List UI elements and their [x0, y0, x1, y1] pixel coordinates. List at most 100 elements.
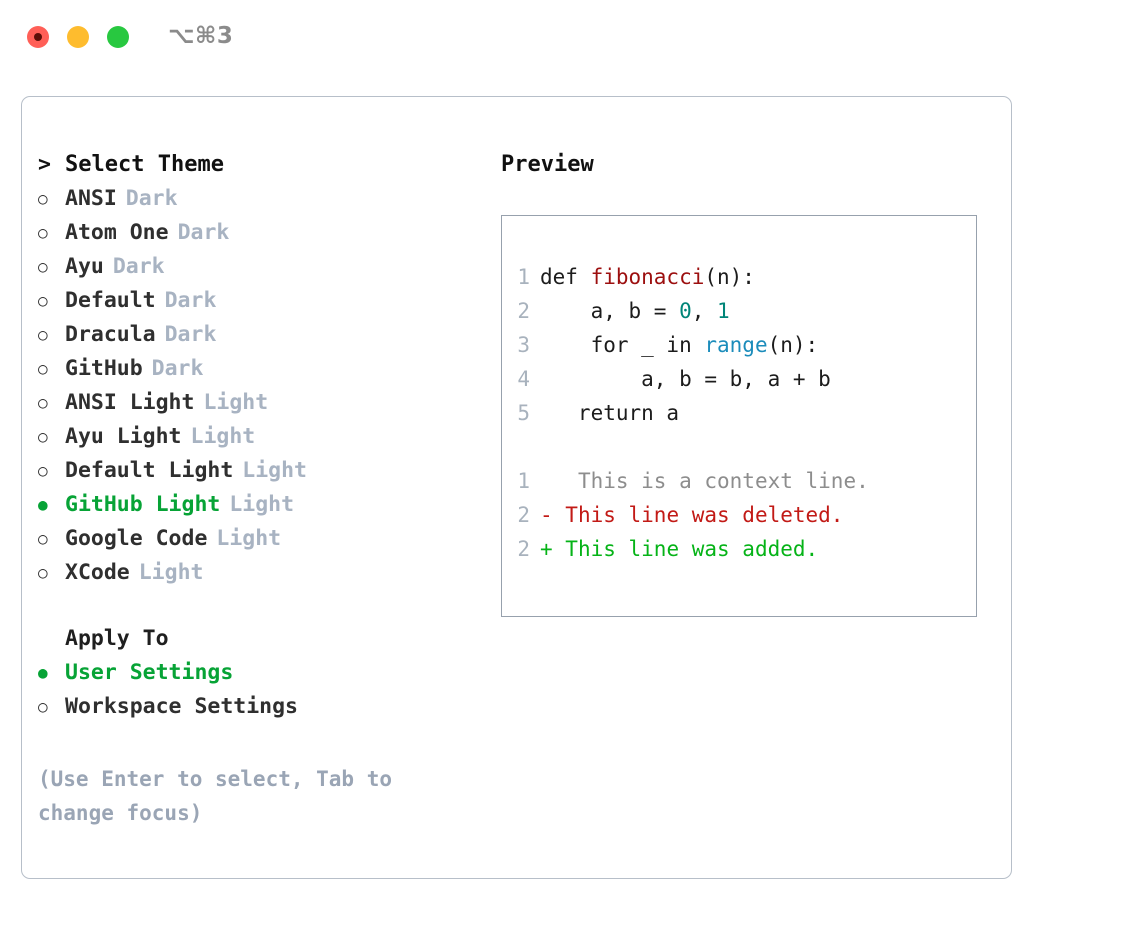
theme-option-dracula-dark[interactable]: ○ Dracula Dark — [38, 318, 478, 352]
minimize-button-icon[interactable] — [67, 26, 89, 48]
theme-option-ansi-light[interactable]: ○ ANSI Light Light — [38, 386, 478, 420]
code-token-function: fibonacci — [590, 265, 705, 289]
theme-name-label: ANSI Light — [65, 390, 195, 415]
theme-option-ansi-dark[interactable]: ○ ANSI Dark — [38, 182, 478, 216]
diff-line-added: 2 + This line was added. — [502, 532, 976, 566]
code-blank-line — [502, 430, 976, 464]
code-content: for _ in range(n): — [540, 333, 819, 357]
radio-unselected-icon[interactable]: ○ — [38, 393, 48, 412]
radio-unselected-icon[interactable]: ○ — [38, 461, 48, 480]
theme-option-atom-one-dark[interactable]: ○ Atom One Dark — [38, 216, 478, 250]
theme-variant-label: Light — [203, 390, 269, 415]
apply-to-option-label: Workspace Settings — [65, 694, 298, 719]
theme-variant-label: Dark — [177, 220, 230, 245]
code-line: 1 def fibonacci(n): — [502, 260, 976, 294]
line-number: 1 — [517, 469, 530, 493]
code-content: a, b = b, a + b — [540, 367, 831, 391]
theme-name-label: Default Light — [65, 458, 234, 483]
radio-unselected-icon[interactable]: ○ — [38, 189, 48, 208]
select-theme-heading-label: Select Theme — [65, 152, 224, 177]
content-panel: > Select Theme ○ ANSI Dark ○ Atom One Da… — [21, 96, 1012, 879]
code-content: a, b = 0, 1 — [540, 299, 730, 323]
preview-column: Preview 1 def fibonacci(n): 2 a, b = 0, … — [501, 148, 991, 617]
keyboard-shortcut-label: ⌥⌘3 — [168, 23, 234, 49]
apply-to-group: ○ Apply To ● User Settings ○ Workspace S… — [38, 622, 478, 724]
theme-variant-label: Light — [190, 424, 256, 449]
keyboard-hint-text: (Use Enter to select, Tab to change focu… — [38, 767, 393, 825]
code-token-builtin: range — [704, 333, 768, 357]
theme-name-label: Ayu — [65, 254, 104, 279]
select-theme-heading: > Select Theme — [38, 148, 478, 182]
theme-name-label: GitHub — [65, 356, 143, 381]
code-line: 5 return a — [502, 396, 976, 430]
theme-option-ayu-dark[interactable]: ○ Ayu Dark — [38, 250, 478, 284]
radio-unselected-icon[interactable]: ○ — [38, 427, 48, 446]
radio-unselected-icon[interactable]: ○ — [38, 223, 48, 242]
theme-variant-label: Dark — [125, 186, 178, 211]
radio-unselected-icon[interactable]: ○ — [38, 257, 48, 276]
radio-selected-icon[interactable]: ● — [38, 495, 48, 514]
diff-sign — [540, 469, 553, 493]
theme-variant-label: Light — [138, 560, 204, 585]
theme-option-xcode-light[interactable]: ○ XCode Light — [38, 556, 478, 590]
code-token-number: 1 — [717, 299, 730, 323]
theme-option-default-light[interactable]: ○ Default Light Light — [38, 454, 478, 488]
close-button-icon[interactable] — [27, 26, 49, 48]
radio-unselected-icon[interactable]: ○ — [38, 563, 48, 582]
caret-icon: > — [38, 152, 51, 177]
radio-selected-icon[interactable]: ● — [38, 663, 48, 682]
code-token-plain: (n): — [767, 333, 819, 357]
diff-content: This line was added. — [552, 537, 819, 561]
theme-picker-column: > Select Theme ○ ANSI Dark ○ Atom One Da… — [38, 148, 478, 830]
code-content: def fibonacci(n): — [540, 265, 755, 289]
theme-variant-label: Light — [216, 526, 282, 551]
diff-line-deleted: 2 - This line was deleted. — [502, 498, 976, 532]
maximize-button-icon[interactable] — [107, 26, 129, 48]
radio-unselected-icon[interactable]: ○ — [38, 529, 48, 548]
line-number: 4 — [517, 367, 530, 391]
theme-option-default-dark[interactable]: ○ Default Dark — [38, 284, 478, 318]
theme-option-github-dark[interactable]: ○ GitHub Dark — [38, 352, 478, 386]
apply-to-option-user-settings[interactable]: ● User Settings — [38, 656, 478, 690]
theme-option-github-light[interactable]: ● GitHub Light Light — [38, 488, 478, 522]
theme-name-label: Default — [65, 288, 156, 313]
theme-variant-label: Dark — [112, 254, 165, 279]
line-number: 2 — [517, 299, 530, 323]
theme-name-label: XCode — [65, 560, 130, 585]
line-number: 2 — [517, 537, 530, 561]
theme-name-label: GitHub Light — [65, 492, 221, 517]
diff-content: This line was deleted. — [552, 503, 844, 527]
diff-sign: - — [540, 503, 553, 527]
code-line: 2 a, b = 0, 1 — [502, 294, 976, 328]
radio-unselected-icon[interactable]: ○ — [38, 325, 48, 344]
radio-unselected-icon[interactable]: ○ — [38, 359, 48, 378]
radio-unselected-icon[interactable]: ○ — [38, 697, 48, 716]
theme-name-label: Dracula — [65, 322, 156, 347]
code-token-plain: for _ in — [540, 333, 705, 357]
theme-variant-label: Light — [242, 458, 308, 483]
line-number: 2 — [517, 503, 530, 527]
line-number: 5 — [517, 401, 530, 425]
code-token-plain: , — [691, 299, 718, 323]
diff-content: This is a context line. — [552, 469, 869, 493]
diff-line-context: 1 This is a context line. — [502, 464, 976, 498]
code-line: 3 for _ in range(n): — [502, 328, 976, 362]
code-token-keyword: def — [540, 265, 591, 289]
theme-option-google-code-light[interactable]: ○ Google Code Light — [38, 522, 478, 556]
radio-unselected-icon[interactable]: ○ — [38, 291, 48, 310]
theme-option-ayu-light[interactable]: ○ Ayu Light Light — [38, 420, 478, 454]
title-bar: ⌥⌘3 — [0, 0, 1140, 78]
code-token-number: 0 — [679, 299, 692, 323]
apply-to-heading-label: Apply To — [65, 626, 169, 651]
theme-variant-label: Dark — [164, 322, 217, 347]
apply-to-heading: ○ Apply To — [38, 622, 478, 656]
apply-to-option-workspace-settings[interactable]: ○ Workspace Settings — [38, 690, 478, 724]
theme-variant-label: Light — [229, 492, 295, 517]
theme-name-label: Atom One — [65, 220, 169, 245]
code-content: return a — [540, 401, 680, 425]
theme-variant-label: Dark — [164, 288, 217, 313]
diff-sign: + — [540, 537, 553, 561]
spacer-icon: ○ — [38, 622, 65, 656]
code-line: 4 a, b = b, a + b — [502, 362, 976, 396]
